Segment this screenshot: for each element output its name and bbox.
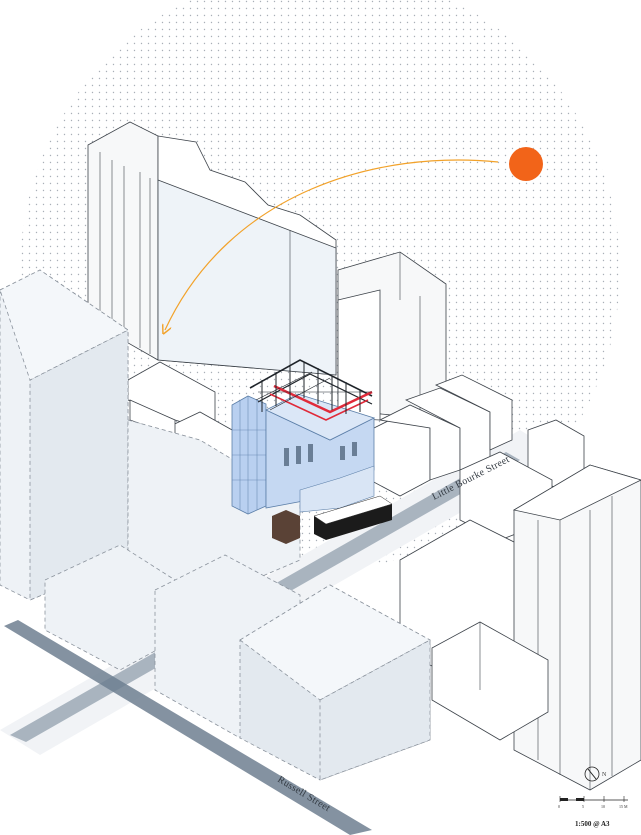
scale-tick-15: 15 M	[619, 804, 628, 809]
scale-tick-0: 0	[558, 804, 560, 809]
podium-brown-volume	[272, 510, 300, 544]
ghost-massing	[0, 269, 431, 781]
scale-tick-10: 10	[601, 804, 605, 809]
tower-east	[399, 464, 641, 791]
sun-icon	[509, 147, 543, 181]
blocks-little-bourke	[369, 374, 585, 541]
scale-ratio-label: 1:500 @ A3	[575, 820, 610, 828]
roof-truss	[249, 359, 373, 421]
north-arrow-icon: N	[584, 766, 607, 782]
scale-bar: 0 5 10 15 M 1:500 @ A3	[558, 796, 628, 828]
sun-path-arc	[165, 159, 499, 330]
tower-west	[87, 121, 337, 376]
scale-tick-5: 5	[582, 804, 584, 809]
russell-street-band	[4, 620, 372, 835]
site-building	[231, 359, 393, 544]
north-label: N	[602, 772, 607, 778]
